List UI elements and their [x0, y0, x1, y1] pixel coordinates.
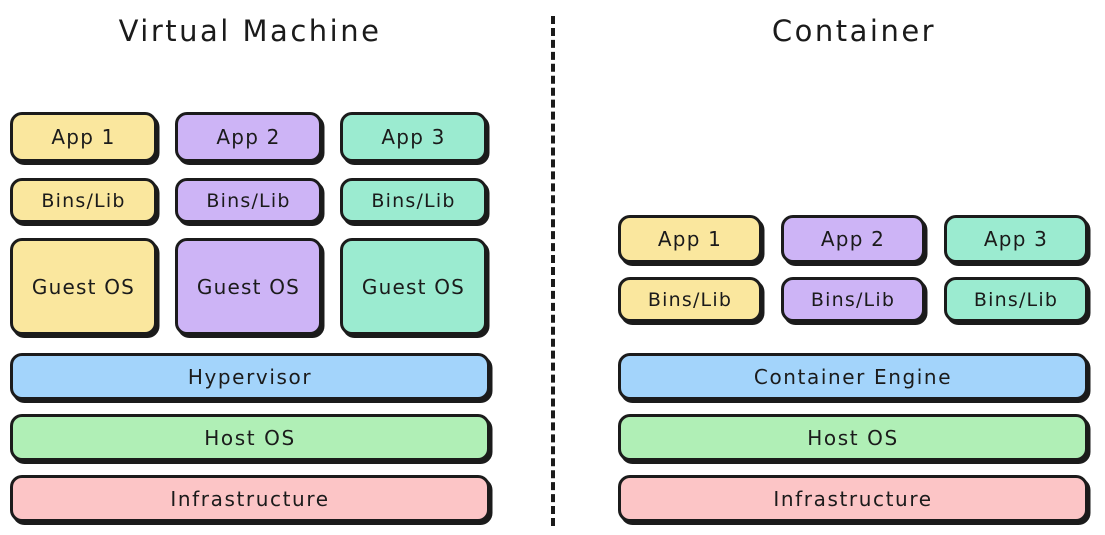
vm-guest-os-label-2: Guest OS — [196, 274, 301, 299]
container-layer-host-os-label: Host OS — [807, 425, 899, 450]
vm-layer-hypervisor[interactable]: Hypervisor — [10, 353, 490, 400]
vm-layer-infrastructure[interactable]: Infrastructure — [10, 475, 490, 522]
container-bins-label-1: Bins/Lib — [647, 288, 733, 311]
vm-guest-os-box-2[interactable]: Guest OS — [175, 238, 322, 335]
vm-guest-os-box-3[interactable]: Guest OS — [340, 238, 487, 335]
vm-layer-host-os-label: Host OS — [204, 425, 296, 450]
vm-bins-box-3[interactable]: Bins/Lib — [340, 178, 487, 223]
vertical-divider — [551, 16, 555, 526]
vm-layer-hypervisor-label: Hypervisor — [187, 364, 313, 389]
vm-layer-infrastructure-label: Infrastructure — [170, 486, 330, 511]
vm-bins-label-3: Bins/Lib — [371, 189, 456, 212]
vm-bins-box-1[interactable]: Bins/Lib — [10, 178, 157, 223]
vm-app-box-3[interactable]: App 3 — [340, 112, 487, 162]
container-app-label-2: App 2 — [820, 227, 886, 251]
vm-guest-os-box-1[interactable]: Guest OS — [10, 238, 157, 335]
container-bins-box-2[interactable]: Bins/Lib — [781, 277, 925, 322]
vm-panel-title: Virtual Machine — [118, 14, 382, 48]
vm-app-box-1[interactable]: App 1 — [10, 112, 157, 162]
container-layer-infrastructure[interactable]: Infrastructure — [618, 475, 1088, 522]
vm-app-box-2[interactable]: App 2 — [175, 112, 322, 162]
vm-bins-box-2[interactable]: Bins/Lib — [175, 178, 322, 223]
container-layer-container-engine-label: Container Engine — [753, 364, 953, 389]
container-layer-host-os[interactable]: Host OS — [618, 414, 1088, 461]
container-app-label-3: App 3 — [983, 227, 1049, 251]
container-bins-box-3[interactable]: Bins/Lib — [944, 277, 1088, 322]
vm-app-label-2: App 2 — [216, 125, 281, 149]
vm-bins-label-1: Bins/Lib — [41, 189, 126, 212]
vm-app-label-3: App 3 — [381, 125, 446, 149]
container-app-box-3[interactable]: App 3 — [944, 215, 1088, 263]
container-bins-label-3: Bins/Lib — [973, 288, 1059, 311]
vm-guest-os-label-3: Guest OS — [361, 274, 466, 299]
container-layer-container-engine[interactable]: Container Engine — [618, 353, 1088, 400]
container-bins-box-1[interactable]: Bins/Lib — [618, 277, 762, 322]
vm-guest-os-label-1: Guest OS — [31, 274, 136, 299]
container-bins-label-2: Bins/Lib — [810, 288, 896, 311]
vm-bins-label-2: Bins/Lib — [206, 189, 291, 212]
vm-layer-host-os[interactable]: Host OS — [10, 414, 490, 461]
container-layer-infrastructure-label: Infrastructure — [773, 486, 933, 511]
container-app-label-1: App 1 — [657, 227, 723, 251]
container-app-box-2[interactable]: App 2 — [781, 215, 925, 263]
container-app-box-1[interactable]: App 1 — [618, 215, 762, 263]
container-panel-title: Container — [771, 14, 937, 48]
vm-app-label-1: App 1 — [51, 125, 116, 149]
